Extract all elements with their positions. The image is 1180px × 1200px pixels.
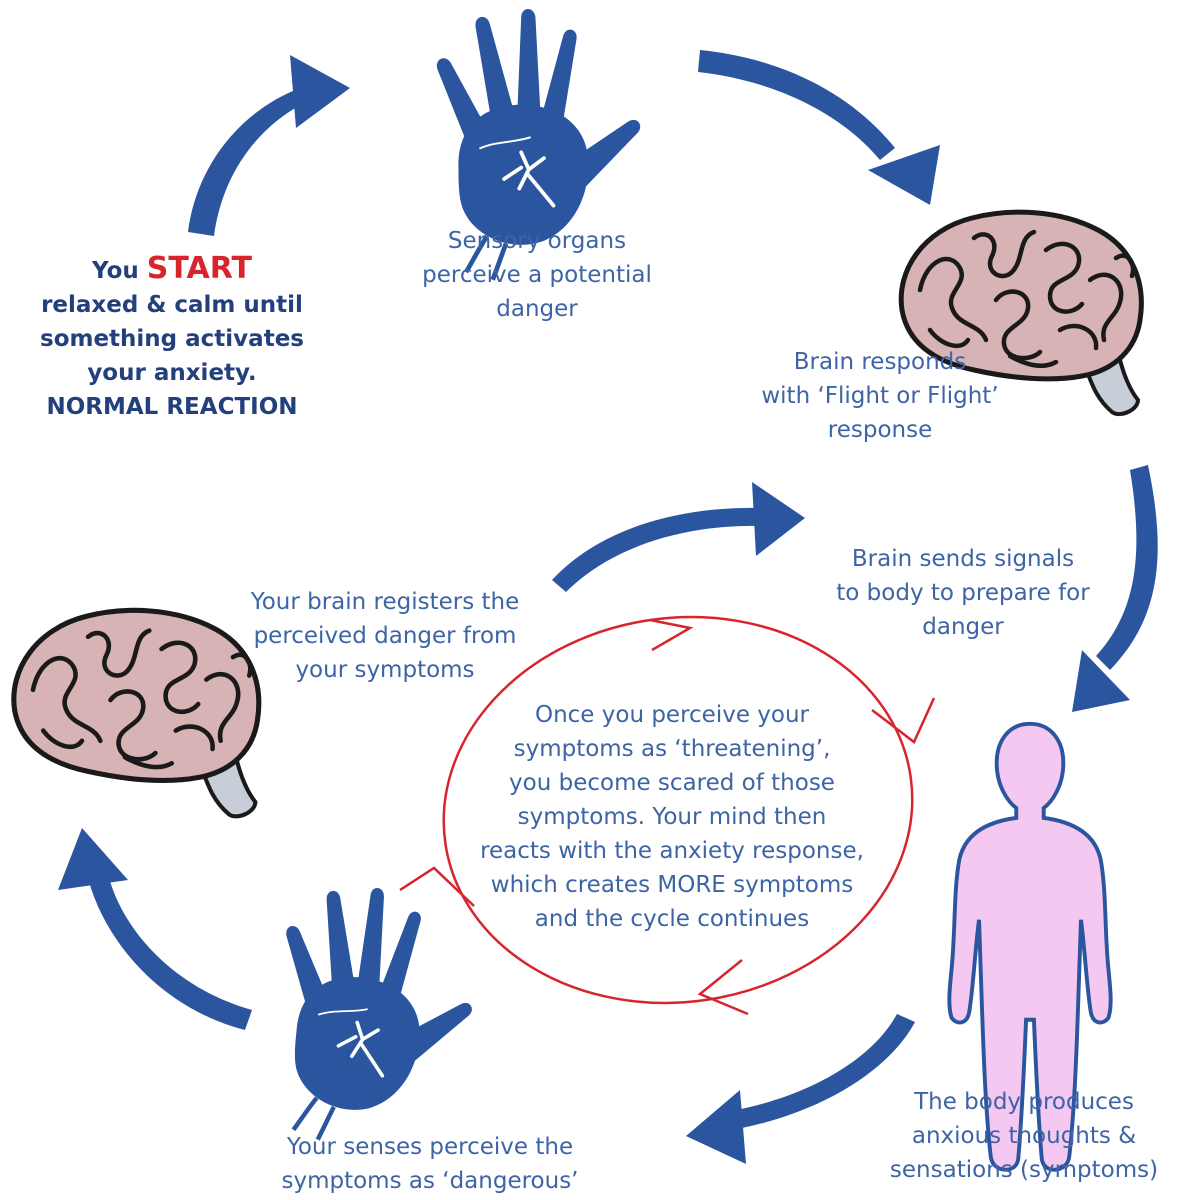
step-sensory-label: Sensory organs perceive a potential dang… <box>392 224 682 326</box>
step-line: Your brain registers the <box>250 589 520 615</box>
step-line: your symptoms <box>295 657 475 683</box>
step-body-produces-label: The body produces anxious thoughts & sen… <box>868 1085 1180 1187</box>
step-line: Your senses perceive the <box>286 1134 574 1160</box>
step-line: sensations (symptoms) <box>889 1157 1159 1183</box>
curved-arrow-icon <box>58 828 252 1030</box>
curved-arrow-icon <box>686 1014 915 1164</box>
cycle-line: reacts with the anxiety response, <box>480 838 864 864</box>
step-senses-perceive-label: Your senses perceive the symptoms as ‘da… <box>250 1130 610 1198</box>
step-line: Sensory organs <box>447 228 627 254</box>
vicious-cycle-loop <box>399 615 936 1016</box>
step-line: with ‘Flight or Flight’ <box>761 383 999 409</box>
step-line: danger <box>922 614 1004 640</box>
start-note-line: something activates <box>40 326 304 352</box>
step-line: The body produces <box>914 1089 1134 1115</box>
cycle-line: Once you perceive your <box>534 702 810 728</box>
start-note: You START relaxed & calm until something… <box>20 252 324 424</box>
step-line: to body to prepare for <box>836 580 1090 606</box>
hand-icon <box>265 879 483 1154</box>
brain-icon <box>14 610 259 816</box>
start-note-line: NORMAL REACTION <box>46 394 298 420</box>
step-brain-registers-label: Your brain registers the perceived dange… <box>225 585 545 687</box>
curved-arrow-icon <box>698 50 940 205</box>
cycle-explanation: Once you perceive your symptoms as ‘thre… <box>462 698 882 936</box>
step-brain-signals-label: Brain sends signals to body to prepare f… <box>808 542 1118 644</box>
step-line: Brain responds <box>793 349 967 375</box>
step-line: response <box>827 417 933 443</box>
step-line: perceive a potential <box>422 262 652 288</box>
curved-arrow-icon <box>552 482 805 592</box>
start-note-line: relaxed & calm until <box>41 292 303 318</box>
cycle-line: which creates MORE symptoms <box>490 872 854 898</box>
step-brain-response-label: Brain responds with ‘Flight or Flight’ r… <box>730 345 1030 447</box>
step-line: anxious thoughts & <box>911 1123 1137 1149</box>
start-highlight: START <box>146 251 252 286</box>
cycle-line: symptoms. Your mind then <box>517 804 827 830</box>
step-line: Brain sends signals <box>851 546 1075 572</box>
cycle-line: you become scared of those <box>509 770 835 796</box>
start-prefix: You <box>92 258 139 284</box>
step-line: symptoms as ‘dangerous’ <box>281 1168 579 1194</box>
curved-arrow-icon <box>1072 465 1158 712</box>
start-note-line: your anxiety. <box>87 360 257 386</box>
step-line: perceived danger from <box>253 623 517 649</box>
step-line: danger <box>496 296 578 322</box>
cycle-line: symptoms as ‘threatening’, <box>513 736 831 762</box>
cycle-line: and the cycle continues <box>534 906 810 932</box>
curved-arrow-icon <box>188 55 350 236</box>
